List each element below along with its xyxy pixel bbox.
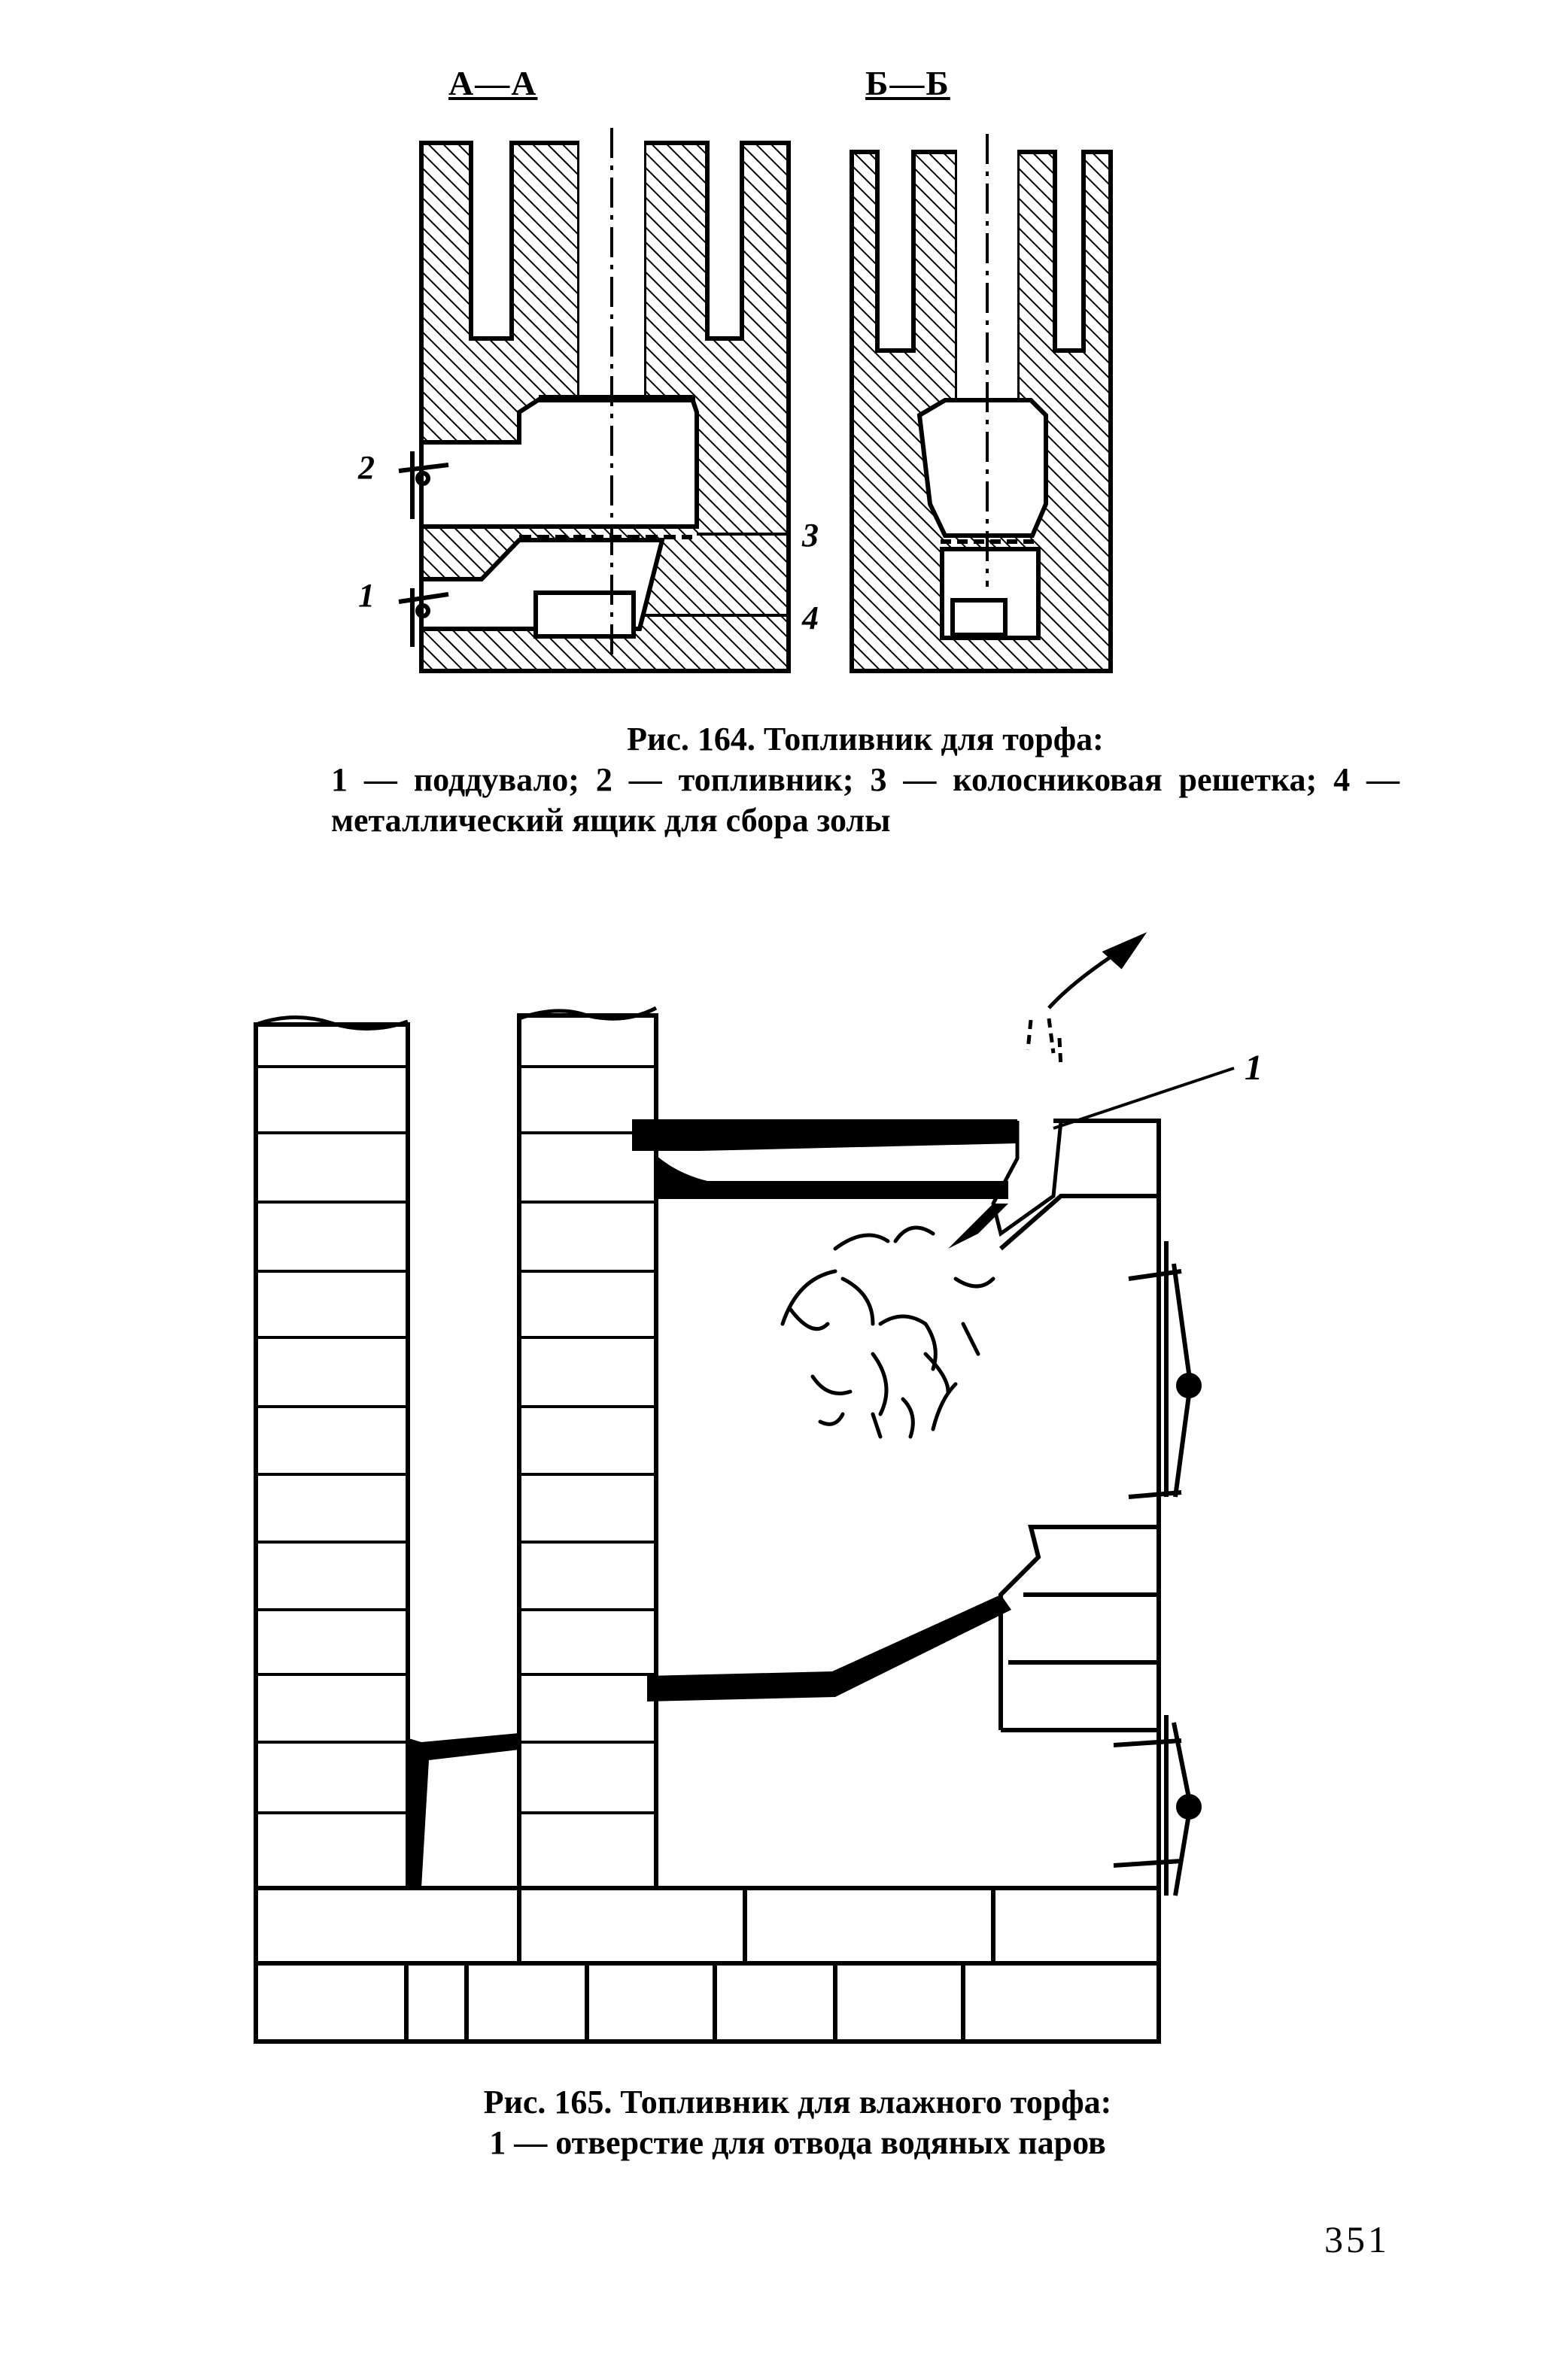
upper-brick-block <box>999 1194 1159 1251</box>
section-b-chamber <box>916 398 1048 538</box>
dark-lintels <box>406 1119 1017 1888</box>
fig165-callout-1: 1 <box>1245 1048 1263 1088</box>
base-row-2 <box>254 1961 1161 2044</box>
vent-pipe <box>991 1120 1063 1237</box>
callout-4: 4 <box>802 600 819 636</box>
grate <box>512 524 697 539</box>
door-upper <box>1128 1241 1202 1499</box>
callout-1: 1 <box>358 577 375 614</box>
fig165-caption-title: Рис. 165. Топливник для влажного торфа: <box>483 2084 1112 2120</box>
callout-2: 2 <box>358 449 375 486</box>
firebox-right-wall <box>1053 1119 1161 1888</box>
grate-bar <box>647 1595 1011 1702</box>
section-b-ashbox <box>950 598 1008 637</box>
fig164-caption-title: Рис. 164. Топливник для торфа: <box>627 721 1104 757</box>
door-lower <box>1113 1715 1202 1896</box>
section-label-b: Б—Б <box>865 64 950 102</box>
fig165-caption-labels: 1 — отверстие для отвода водяных паров <box>489 2124 1106 2161</box>
left-column-courses <box>256 1065 408 1814</box>
grate-brick-block <box>998 1525 1159 1730</box>
left-brick-column <box>254 1022 410 1890</box>
section-label-a: А—А <box>448 64 538 102</box>
ash-box <box>533 590 636 639</box>
fig164-caption-labels: 1 — поддувало; 2 — топливник; 3 — колосн… <box>331 761 1400 839</box>
door-firebox-a <box>398 451 449 519</box>
fig164-caption: Рис. 164. Топливник для торфа: 1 — подду… <box>331 719 1400 841</box>
leader-1 <box>1053 1067 1235 1130</box>
door-ashpit-a <box>398 588 449 647</box>
fig165-caption: Рис. 165. Топливник для влажного торфа: … <box>346 2082 1249 2163</box>
base-row-1 <box>254 1886 1161 1966</box>
ash-chute <box>406 1733 519 1888</box>
vent-flame <box>948 1204 1008 1249</box>
callout-3: 3 <box>802 517 819 554</box>
steam-swirls <box>780 1225 995 1439</box>
page-number: 351 <box>1324 2218 1390 2260</box>
